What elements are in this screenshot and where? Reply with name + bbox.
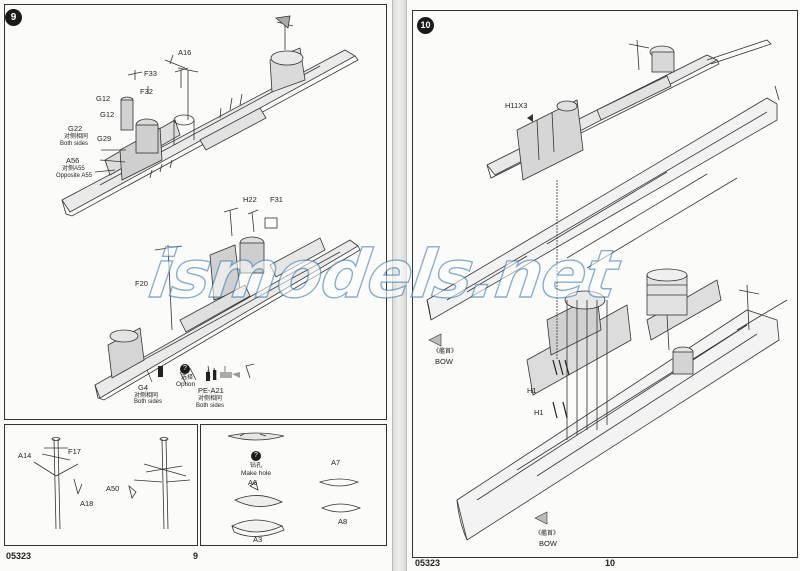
label-make-hole-cn: 钻孔 [250, 463, 263, 469]
step-9-badge: 9 [5, 9, 22, 26]
label-a8: A8 [338, 517, 348, 526]
label-g4-cn: 对侧相同 [134, 393, 159, 399]
label-option-cn: 选择 [181, 375, 194, 381]
label-a16: A16 [178, 48, 192, 57]
label-a14: A14 [18, 451, 32, 460]
ship-drawing-step10 [426, 39, 788, 541]
label-f33: F33 [144, 69, 157, 78]
label-g4: G4 [138, 383, 149, 392]
label-g22-en: Both sides [60, 141, 89, 147]
left-page: 9 [0, 0, 393, 571]
label-a6: A6 [248, 478, 258, 487]
label-pe-en: Both sides [196, 403, 225, 409]
label-f20: F20 [135, 279, 148, 288]
label-g12-b: G12 [100, 110, 115, 119]
label-h1-b: H1 [534, 408, 544, 417]
label-a50: A50 [106, 484, 120, 493]
label-h1-a: H1 [527, 386, 537, 395]
label-h11x3: H11X3 [505, 101, 528, 110]
label-pe-a21: PE-A21 [198, 386, 224, 395]
label-bow1-cn: 《艦首》 [433, 349, 458, 355]
label-g22-cn: 对侧相同 [64, 134, 89, 140]
label-a18: A18 [80, 499, 94, 508]
label-option-en: Option [176, 381, 196, 388]
label-a7: A7 [331, 458, 341, 467]
label-bow1-en: BOW [435, 357, 453, 366]
make-hole-badge: ? [251, 451, 261, 461]
label-make-hole-en: Make hole [241, 470, 271, 477]
label-a56-en: Opposite A55 [56, 173, 93, 179]
label-g12-a: G12 [96, 94, 111, 103]
right-model-code: 05323 [415, 558, 441, 568]
left-model-code: 05323 [6, 551, 32, 561]
label-bow2-cn: 《艦首》 [535, 531, 560, 537]
mast-detail-frame [4, 424, 198, 546]
boats-detail-frame [200, 424, 387, 546]
label-a3: A3 [253, 535, 263, 544]
label-f17: F17 [68, 447, 81, 456]
mast-detail-drawing [33, 437, 191, 530]
left-page-number: 9 [193, 551, 199, 561]
right-page-number: 10 [605, 558, 616, 568]
label-a56-cn: 对侧A55 [62, 166, 85, 172]
ship-drawing-upper [61, 15, 361, 401]
label-a56: A56 [66, 156, 80, 165]
label-g4-en: Both sides [134, 399, 163, 405]
right-page: 10 [406, 0, 800, 571]
step-10-badge: 10 [417, 17, 434, 34]
label-g22: G22 [68, 124, 83, 133]
label-g29: G29 [97, 134, 112, 143]
label-bow2-en: BOW [539, 539, 557, 548]
label-f32: F32 [140, 87, 153, 96]
label-pe-cn: 对侧相同 [198, 396, 223, 402]
label-f31: F31 [270, 195, 283, 204]
label-h22: H22 [243, 195, 257, 204]
book-gutter [392, 0, 406, 571]
boats-detail-drawing [227, 432, 362, 537]
step-10-frame [412, 10, 798, 558]
step-9-frame [4, 4, 387, 420]
option-badge: ? [180, 364, 190, 374]
